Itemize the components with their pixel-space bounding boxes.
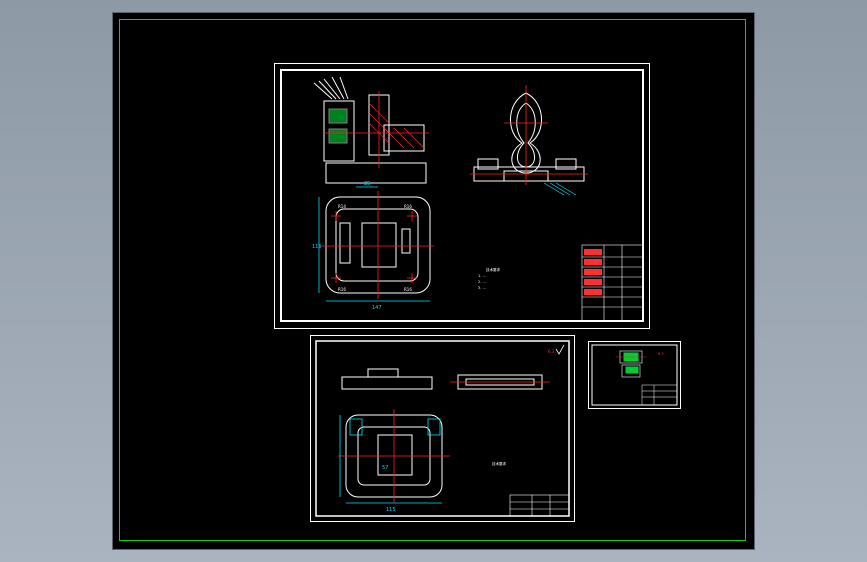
part-title-block [509,494,570,517]
notes-title-part: 技术要求 [492,461,506,466]
roughness-mark: 6.3 [548,349,555,354]
front-view [473,92,585,182]
notes-title: 技术要求 [486,267,500,272]
roughness-mark-small: 6.3 [658,352,664,356]
dim-inner: 57 [382,465,388,471]
label-r2: R16 [404,204,412,209]
title-block [581,244,644,322]
note-line-2: 2. ... [478,280,486,284]
label-r3: R16 [338,287,346,292]
note-line-1: 1. ... [478,274,486,278]
cad-model-viewport[interactable]: 147 115 25 R14 R16 R16 R16 [113,13,754,549]
drawing-sheet-part[interactable]: 115 57 技术要求 6.3 [310,335,575,522]
assembly-drawing: 147 115 25 R14 R16 R16 R16 [274,63,650,329]
drawing-limits-frame [119,19,746,541]
label-r4: R16 [404,287,412,292]
drawing-sheet-small[interactable]: 6.3 [588,341,681,409]
small-title-block [641,384,678,406]
label-r1: R14 [338,204,346,209]
dim-left-width: 25 [364,181,370,187]
dim-plate-width: 147 [372,305,382,311]
dim-bottom: 115 [386,507,396,513]
drawing-sheet-assembly[interactable]: 147 115 25 R14 R16 R16 R16 [274,63,650,329]
side-view [313,76,427,184]
note-line-3: 3. ... [478,286,486,290]
part-drawing: 115 57 技术要求 6.3 [310,335,575,522]
dim-plate-height: 115 [312,244,322,250]
small-drawing: 6.3 [588,341,681,409]
